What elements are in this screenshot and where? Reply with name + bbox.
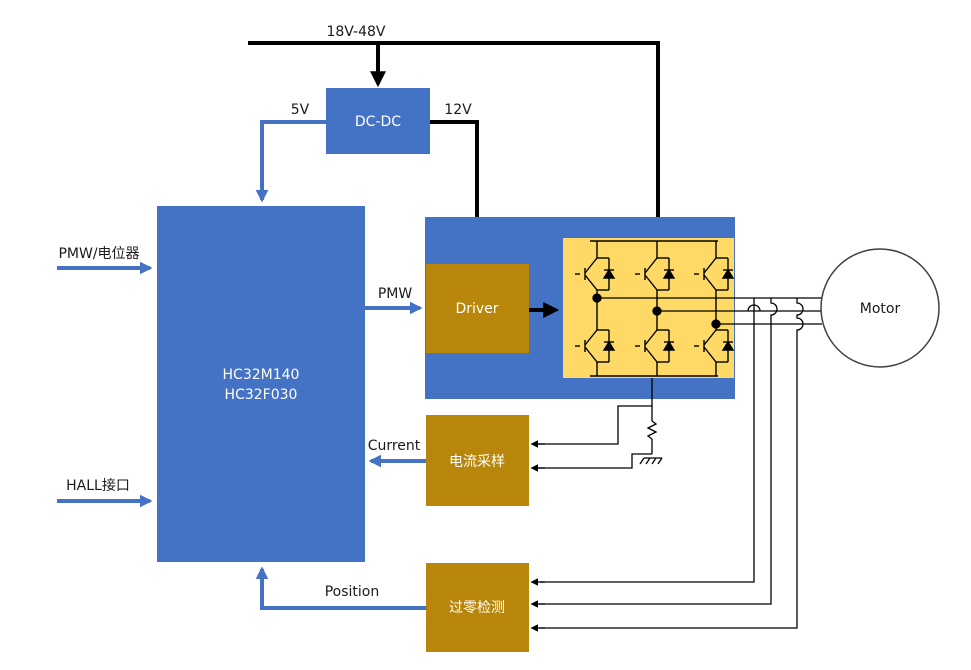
- mcu-model-2: HC32F030: [225, 387, 298, 403]
- half-bridge-leg: [575, 241, 616, 376]
- motor-label: Motor: [860, 301, 901, 317]
- current-sense-block: 电流采样: [426, 415, 529, 506]
- phase-wires: [592, 293, 822, 329]
- half-bridge-leg: [635, 241, 676, 376]
- mcu-block: HC32M140 HC32F030: [157, 206, 365, 562]
- inverter-bridge: [563, 238, 735, 378]
- dcdc-label: DC-DC: [355, 114, 401, 130]
- rail-12v-label: 12V: [444, 102, 472, 118]
- driver-block: Driver: [426, 264, 529, 353]
- zero-cross-taps: [540, 298, 804, 629]
- shunt-sense: [537, 378, 663, 469]
- rail-5v: 5V: [255, 102, 326, 203]
- driver-label: Driver: [455, 301, 498, 317]
- zero-cross-label: 过零检测: [449, 600, 505, 616]
- mcu-model-1: HC32M140: [223, 367, 300, 383]
- input-hall: HALL接口: [57, 477, 153, 508]
- supply-rail: 18V-48V: [248, 24, 666, 236]
- dcdc-block: DC-DC: [326, 88, 430, 154]
- input-pwm-pot: PMW/电位器: [57, 246, 153, 275]
- motor: Motor: [820, 248, 940, 368]
- current-sense-label: 电流采样: [449, 454, 505, 470]
- zero-cross-block: 过零检测: [426, 563, 529, 652]
- rail-5v-label: 5V: [291, 102, 310, 118]
- signal-pmw: PMW: [365, 286, 423, 315]
- supply-voltage-label: 18V-48V: [326, 24, 385, 40]
- signal-current-label: Current: [368, 438, 421, 454]
- signal-position: Position: [255, 566, 426, 610]
- input-hall-label: HALL接口: [66, 477, 130, 494]
- signal-current: Current: [368, 438, 426, 468]
- signal-pmw-label: PMW: [378, 286, 413, 302]
- signal-position-label: Position: [325, 584, 380, 600]
- input-pwm-pot-label: PMW/电位器: [58, 246, 139, 262]
- half-bridge-leg: [694, 241, 735, 376]
- rail-12v: 12V: [430, 102, 485, 263]
